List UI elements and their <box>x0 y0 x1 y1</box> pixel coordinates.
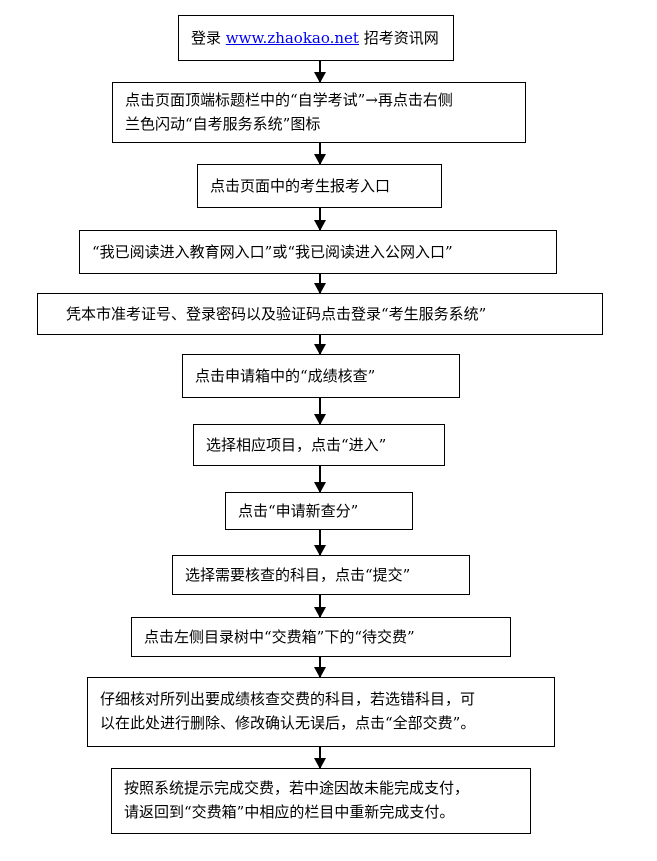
step-9-text: 选择需要核查的科目，点击“提交” <box>185 566 411 584</box>
step-7-box: 选择相应项目，点击“进入” <box>193 424 445 466</box>
step-10-box: 点击左侧目录树中“交费箱”下的“待交费” <box>131 617 511 657</box>
zhaokao-link[interactable]: www.zhaokao.net <box>225 29 359 47</box>
step-12-box: 按照系统提示完成交费，若中途因故未能完成支付， 请返回到“交费箱”中相应的栏目中… <box>111 768 531 834</box>
step-11-line-1: 仔细核对所列出要成绩核查交费的科目，若选错科目，可 <box>100 690 476 708</box>
step-7-text: 选择相应项目，点击“进入” <box>206 436 387 454</box>
arrow-3 <box>314 208 326 231</box>
step-1-text: 登录 www.zhaokao.net 招考资讯网 <box>191 26 453 50</box>
step-6-box: 点击申请箱中的“成绩核查” <box>182 354 460 398</box>
arrow-11 <box>314 747 326 769</box>
step-11-line-2: 以在此处进行删除、修改确认无误后，点击“全部交费”。 <box>100 714 476 732</box>
arrow-4 <box>314 274 326 294</box>
step-1-prefix: 登录 <box>191 29 226 47</box>
step-3-text: 点击页面中的考生报考入口 <box>210 177 391 195</box>
step-10-text: 点击左侧目录树中“交费箱”下的“待交费” <box>144 628 415 646</box>
step-12-line-2: 请返回到“交费箱”中相应的栏目中重新完成支付。 <box>124 803 455 821</box>
step-6-text: 点击申请箱中的“成绩核查” <box>195 367 376 385</box>
step-12-line-1: 按照系统提示完成交费，若中途因故未能完成支付， <box>124 779 470 797</box>
arrow-6 <box>314 398 326 425</box>
arrow-10 <box>314 657 326 678</box>
arrow-7 <box>314 466 326 493</box>
step-4-text: “我已阅读进入教育网入口”或“我已阅读进入公网入口” <box>92 243 453 261</box>
arrow-9 <box>314 595 326 618</box>
step-2-line-2: 兰色闪动“自考服务系统”图标 <box>125 115 321 133</box>
step-2-box: 点击页面顶端标题栏中的“自学考试”→再点击右侧 兰色闪动“自考服务系统”图标 <box>112 82 526 143</box>
step-1-box: 登录 www.zhaokao.net 招考资讯网 <box>178 15 454 61</box>
arrow-8 <box>314 530 326 556</box>
step-11-box: 仔细核对所列出要成绩核查交费的科目，若选错科目，可 以在此处进行删除、修改确认无… <box>87 677 555 747</box>
arrow-1 <box>314 61 326 83</box>
step-8-box: 点击“申请新查分” <box>225 492 413 530</box>
arrow-5 <box>314 335 326 355</box>
step-2-line-1: 点击页面顶端标题栏中的“自学考试”→再点击右侧 <box>125 91 453 109</box>
step-5-text: 凭本市准考证号、登录密码以及验证码点击登录“考生服务系统” <box>66 305 487 323</box>
step-3-box: 点击页面中的考生报考入口 <box>197 164 442 208</box>
step-9-box: 选择需要核查的科目，点击“提交” <box>172 555 470 595</box>
step-1-suffix: 招考资讯网 <box>358 29 439 47</box>
step-5-box: 凭本市准考证号、登录密码以及验证码点击登录“考生服务系统” <box>37 293 603 335</box>
step-4-box: “我已阅读进入教育网入口”或“我已阅读进入公网入口” <box>79 230 557 274</box>
step-8-text: 点击“申请新查分” <box>238 502 359 520</box>
arrow-2 <box>314 143 326 165</box>
